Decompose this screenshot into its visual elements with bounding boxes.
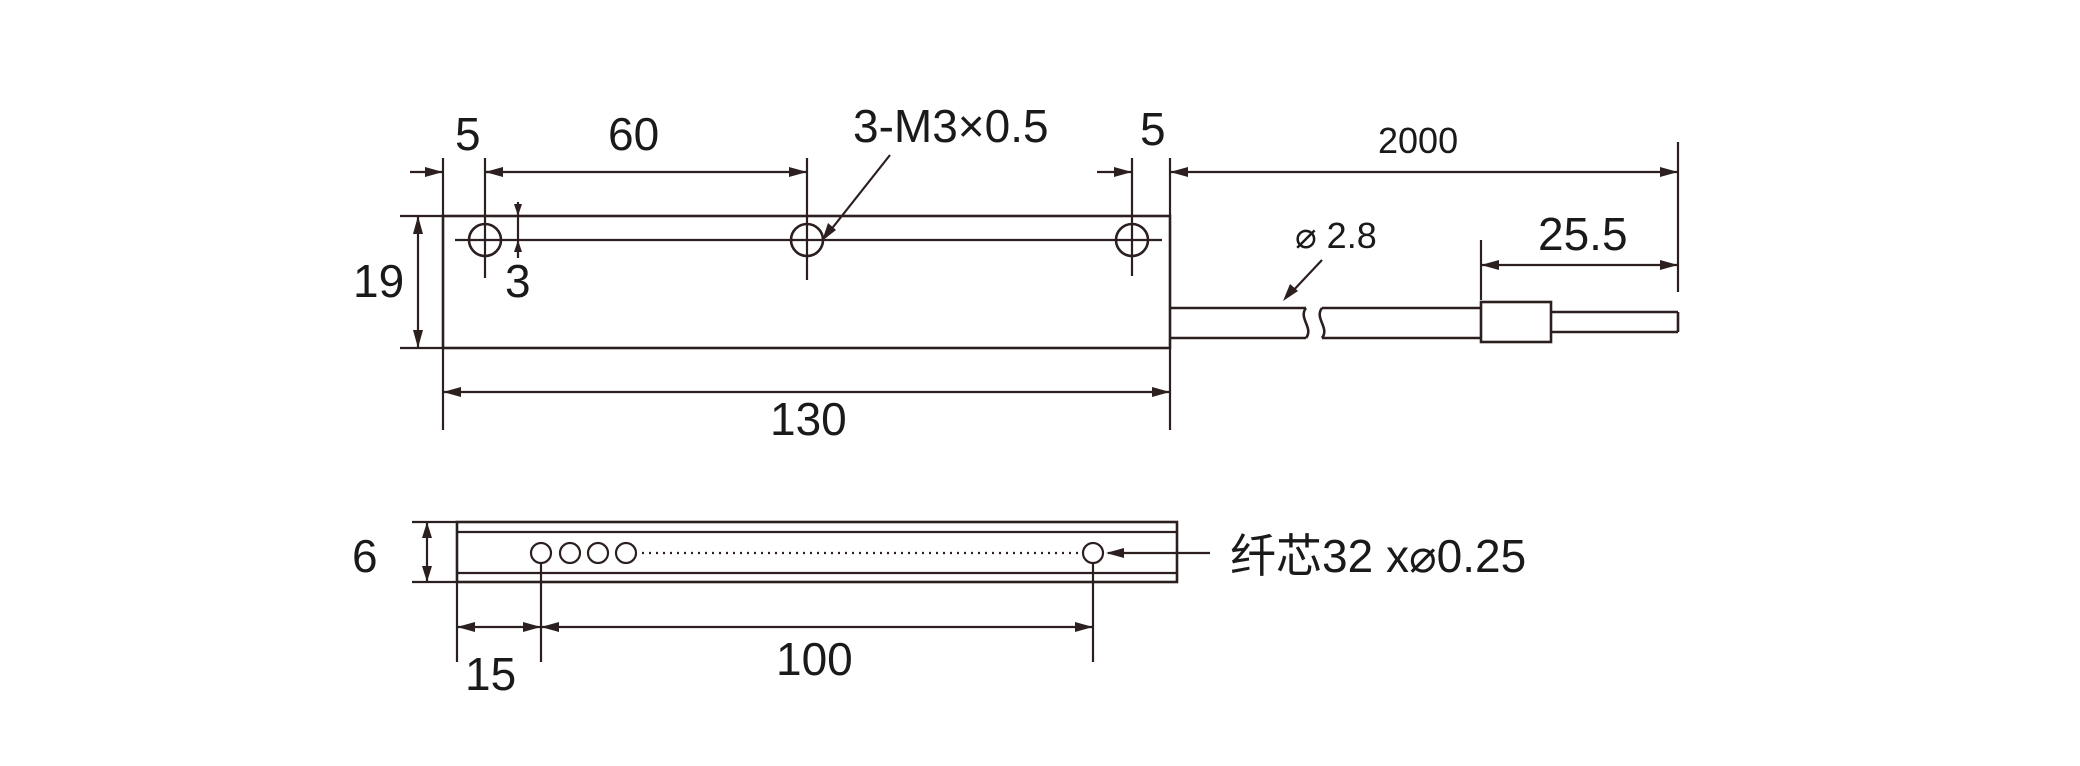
dim-hole-pitch-line [485, 167, 807, 177]
fiber-probe-tip [1551, 310, 1680, 334]
label-thickness: 6 [352, 530, 378, 582]
dim-hole-offset-line [514, 202, 522, 258]
thread-leader [822, 154, 891, 241]
label-right-edge: 5 [1140, 103, 1166, 155]
label-first-fiber: 15 [465, 648, 516, 700]
fiber-core-3 [586, 541, 610, 565]
label-length: 130 [770, 393, 847, 445]
label-height: 19 [353, 255, 404, 307]
fiber-core-4 [614, 541, 638, 565]
label-hole-offset: 3 [505, 255, 531, 307]
side-view: 6 15 100 纤芯32 x⌀0.25 [352, 520, 1526, 700]
dim-length-line [443, 387, 1170, 397]
cable-diameter-leader [1283, 259, 1323, 301]
fiber-core-2 [558, 541, 582, 565]
label-left-edge: 5 [455, 108, 481, 160]
fiber-core-last [1081, 541, 1105, 565]
dim-end-sleeve-line [1481, 260, 1678, 270]
label-end-sleeve: 25.5 [1538, 208, 1628, 260]
dim-right-edge-line [1097, 167, 1132, 177]
label-fiber-core: 纤芯32 x⌀0.25 [1230, 530, 1526, 582]
dim-height-line [413, 216, 423, 348]
dim-first-fiber-line [457, 622, 541, 632]
fiber-core-leader [1106, 548, 1210, 558]
dim-cable-length-line [1170, 167, 1678, 177]
dim-fiber-span-line [541, 622, 1093, 632]
fiber-cable [1170, 306, 1481, 340]
dim-thickness-line [422, 522, 432, 582]
fiber-core-1 [529, 541, 553, 565]
label-fiber-span: 100 [776, 633, 853, 685]
label-thread: 3-M3×0.5 [853, 100, 1049, 152]
label-cable-diameter: ⌀ 2.8 [1295, 215, 1377, 256]
label-hole-pitch: 60 [608, 108, 659, 160]
label-cable-length: 2000 [1378, 120, 1458, 161]
top-view: 5 60 3-M3×0.5 5 2000 19 3 130 ⌀ 2.8 25.5 [353, 100, 1680, 445]
cable-end-sleeve [1479, 300, 1553, 344]
